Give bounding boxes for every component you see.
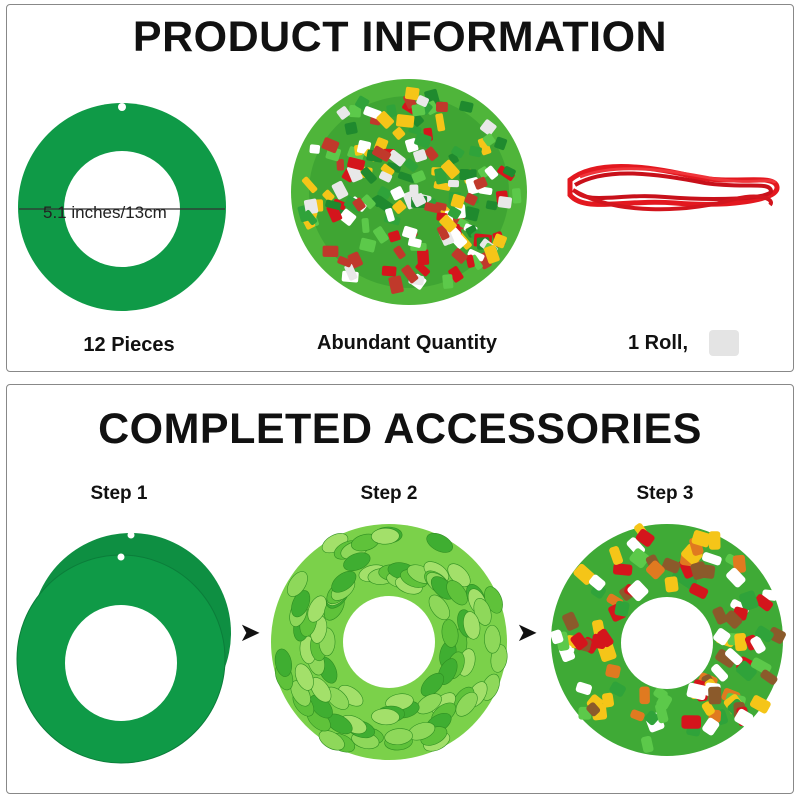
step-2-label: Step 2 (360, 483, 418, 504)
item-label-pieces: 12 Pieces (83, 334, 175, 356)
red-string-image (567, 164, 780, 212)
product-information-title: PRODUCT INFORMATION (132, 13, 668, 61)
item-label-quantity: Abundant Quantity (317, 332, 497, 354)
blurred-patch (709, 330, 739, 356)
step-2-leaf-wreath-image (271, 524, 508, 760)
arrow-right-icon: ➤ (239, 617, 261, 647)
step-3-label: Step 3 (636, 483, 694, 504)
sticker-pile-image (291, 79, 527, 305)
ring-dimension-label: 5.1 inches/13cm (43, 203, 167, 222)
felt-ring-image (18, 103, 226, 311)
product-information-panel: PRODUCT INFORMATION 5.1 inches/13cm 12 P… (6, 4, 794, 372)
step-1-label: Step 1 (90, 483, 148, 504)
step-1-felt-rings-image (16, 531, 231, 764)
completed-accessories-panel: COMPLETED ACCESSORIES Step 1 Step 2 Step… (6, 384, 794, 794)
arrow-right-icon: ➤ (516, 617, 538, 647)
completed-accessories-title: COMPLETED ACCESSORIES (98, 405, 702, 453)
item-label-roll: 1 Roll, (627, 332, 688, 354)
step-3-decorated-wreath-image (550, 523, 786, 756)
